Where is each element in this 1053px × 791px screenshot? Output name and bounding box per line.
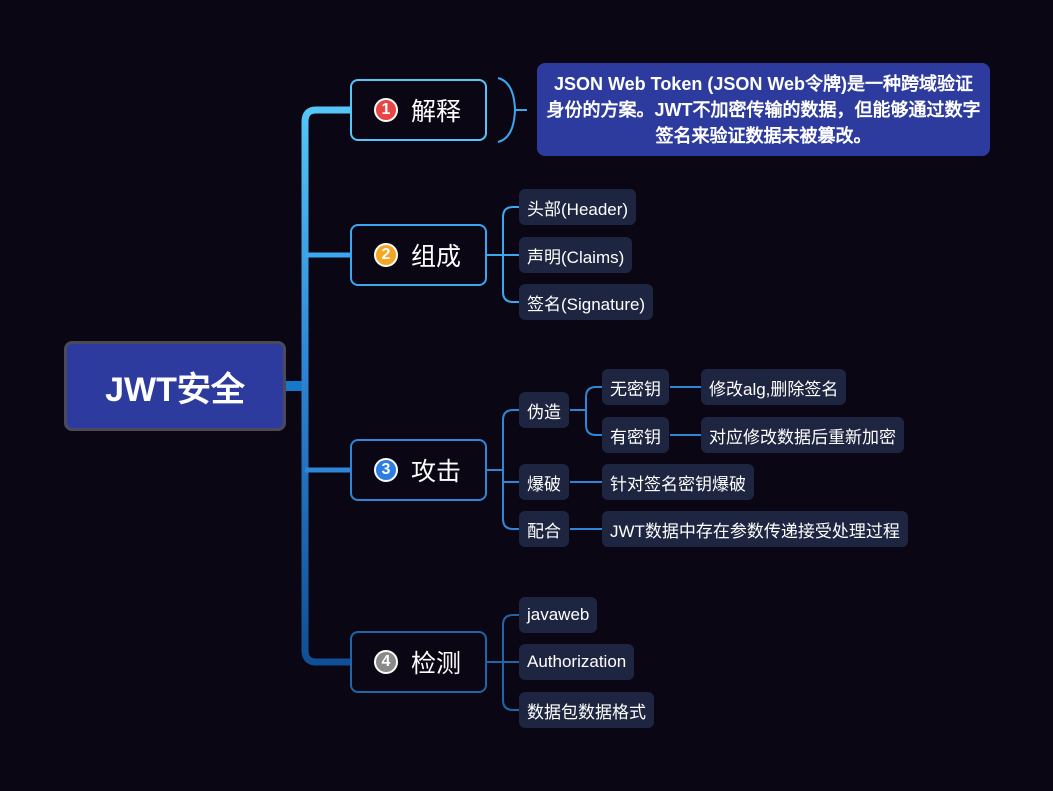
number-badge-1: 1	[374, 98, 398, 122]
root-node[interactable]: JWT安全	[64, 341, 286, 431]
leaf-signature[interactable]: 签名(Signature)	[519, 284, 654, 320]
leaf-claims[interactable]: 声明(Claims)	[519, 237, 633, 273]
leaf-authorization[interactable]: Authorization	[519, 644, 635, 680]
explain-description[interactable]: JSON Web Token (JSON Web令牌)是一种跨域验证身份的方案。…	[537, 63, 990, 156]
branch-composition[interactable]: 2 组成	[350, 224, 487, 286]
number-badge-3: 3	[374, 458, 398, 482]
leaf-brute-force[interactable]: 爆破	[519, 464, 569, 500]
number-badge-4: 4	[374, 650, 398, 674]
leaf-combine-detail[interactable]: JWT数据中存在参数传递接受处理过程	[602, 511, 908, 547]
number-badge-2: 2	[374, 243, 398, 267]
leaf-header[interactable]: 头部(Header)	[519, 189, 637, 225]
leaf-no-key-detail[interactable]: 修改alg,删除签名	[701, 369, 847, 405]
branch-label: 组成	[411, 243, 462, 271]
branch-explain[interactable]: 1 解释	[350, 79, 487, 141]
leaf-with-key[interactable]: 有密钥	[602, 417, 669, 453]
branch-label: 检测	[411, 650, 462, 678]
branch-label: 攻击	[411, 458, 462, 486]
leaf-javaweb[interactable]: javaweb	[519, 597, 598, 633]
leaf-no-key[interactable]: 无密钥	[602, 369, 669, 405]
branch-detection[interactable]: 4 检测	[350, 631, 487, 693]
leaf-brute-force-detail[interactable]: 针对签名密钥爆破	[602, 464, 754, 500]
leaf-packet-format[interactable]: 数据包数据格式	[519, 692, 654, 728]
branch-label: 解释	[411, 98, 462, 126]
leaf-with-key-detail[interactable]: 对应修改数据后重新加密	[701, 417, 904, 453]
leaf-combine[interactable]: 配合	[519, 511, 569, 547]
leaf-forge[interactable]: 伪造	[519, 392, 569, 428]
branch-attack[interactable]: 3 攻击	[350, 439, 487, 501]
